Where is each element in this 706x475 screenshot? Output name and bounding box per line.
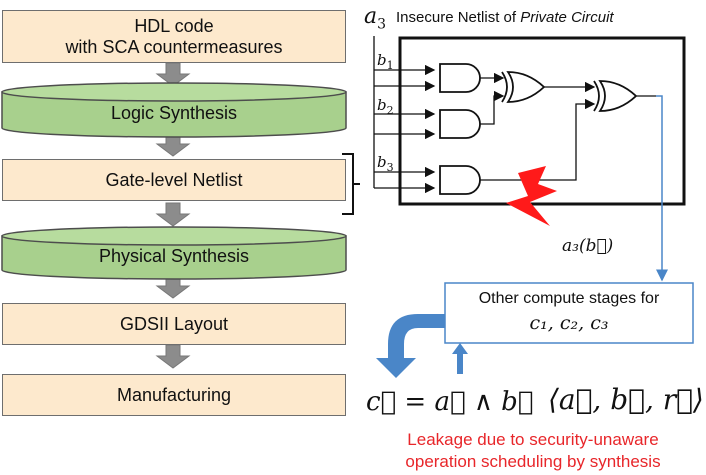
gdsii-layout-label: GDSII Layout [119,313,229,334]
flow-graphics [1,62,360,369]
output-wire [656,95,668,282]
logic-synthesis-cylinder [1,82,347,138]
gate-level-netlist-box: Gate-level Netlist [2,159,346,201]
netlist-graphics [373,36,694,378]
gdsii-layout-box: GDSII Layout [2,303,346,345]
physical-synthesis-cylinder [1,226,347,280]
input-equation: ⟨a⃗, b⃗, r⃗⟩ [548,383,704,416]
up-blue-arrow [452,343,468,374]
xor-gate-2 [593,80,638,112]
hdl-line-1: HDL code [134,15,214,36]
gate-level-netlist-label: Gate-level Netlist [105,169,243,190]
xor-gate-1 [501,71,546,103]
netlist-frame [398,36,686,206]
leakage-line-2: operation scheduling by synthesis [405,452,661,471]
input-label-b1: b1 [377,51,394,72]
netlist-title: Insecure Netlist of Private Circuit [396,9,614,26]
hdl-line-2: with SCA countermeasures [65,36,283,57]
and-gate-2 [439,109,481,139]
input-wires [374,64,436,194]
compute-box [444,282,694,344]
netlist-bracket [342,153,360,215]
manufacturing-label: Manufacturing [116,384,232,405]
flow-arrow-1 [155,62,191,87]
and-gate-3 [439,165,481,195]
flow-arrow-5 [155,344,191,369]
and-gate-1 [439,63,481,93]
xor-gates [501,71,638,112]
and-gates [439,63,481,195]
hdl-code-box: HDL code with SCA countermeasures [2,10,346,63]
curved-blue-arrow [376,314,445,378]
output-equation: c⃗ = a⃗ ∧ b⃗ [366,387,534,417]
compute-line-2: c₁, c₂, c₃ [529,312,609,334]
lightning-bolt-icon [506,166,557,226]
leakage-caption: Leakage due to security-unaware operatio… [388,429,678,473]
physical-synthesis-label: Physical Synthesis [98,246,250,266]
leakage-line-1: Leakage due to security-unaware [407,430,659,449]
flow-arrow-3 [155,202,191,227]
input-label-b3: b3 [377,153,394,174]
a3-label: a3 [364,4,387,33]
manufacturing-box: Manufacturing [2,374,346,416]
compute-line-1: Other compute stages for [478,290,660,307]
input-label-b2: b2 [377,96,394,117]
logic-synthesis-label: Logic Synthesis [110,103,238,123]
leak-label: a₃(b⃗) [562,236,614,256]
